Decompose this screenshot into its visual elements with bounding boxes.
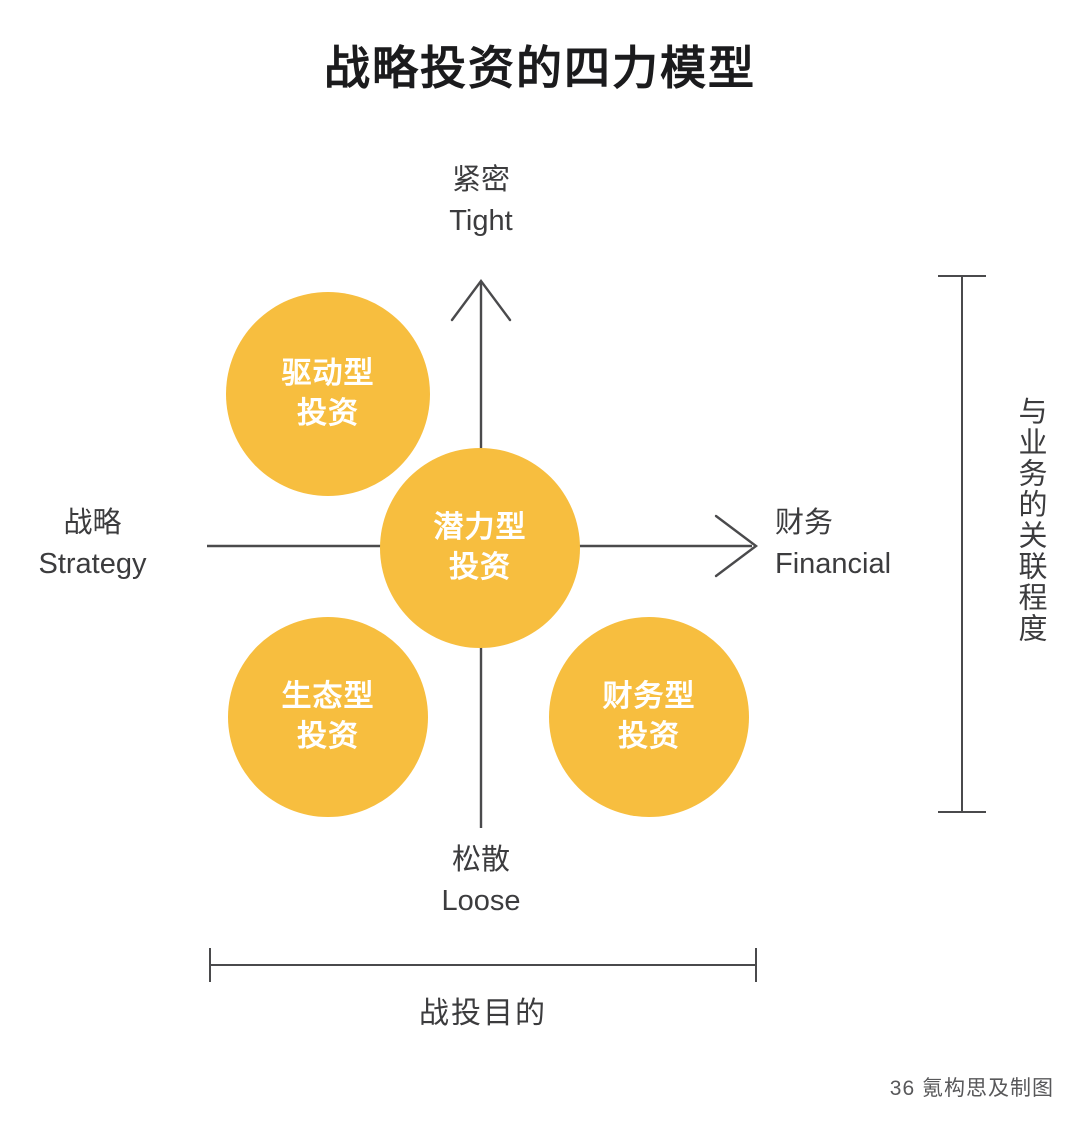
bubble-driving-investment[interactable]: 驱动型 投资 xyxy=(226,292,430,496)
axis-label-top-en: Tight xyxy=(449,205,513,238)
bubble-financial-line1: 财务型 xyxy=(602,680,696,714)
bubble-potential-investment[interactable]: 潜力型 投资 xyxy=(380,448,580,648)
axis-label-left-en: Strategy xyxy=(38,548,147,581)
bubble-driving-line1: 驱动型 xyxy=(281,357,375,391)
bubble-potential-line2: 投资 xyxy=(449,551,511,584)
bubble-ecosystem-investment[interactable]: 生态型 投资 xyxy=(228,617,428,817)
axis-label-left-cn: 战略 xyxy=(63,507,122,539)
axis-label-top: 紧密 Tight xyxy=(381,160,581,242)
axis-label-top-cn: 紧密 xyxy=(451,164,510,196)
horizontal-axis-arrowhead xyxy=(714,514,758,578)
bubble-financial-line2: 投资 xyxy=(618,720,680,753)
axis-label-bottom-en: Loose xyxy=(441,885,521,918)
axis-label-right-en: Financial xyxy=(775,548,892,581)
axis-label-bottom-cn: 松散 xyxy=(451,844,510,876)
bubble-eco-line2: 投资 xyxy=(297,720,359,753)
vertical-axis-arrowhead xyxy=(450,278,512,322)
axis-label-right-cn: 财务 xyxy=(775,507,834,539)
bottom-bracket-label: 战投目的 xyxy=(419,997,547,1030)
axis-label-left: 战略 Strategy xyxy=(0,503,190,585)
axis-label-bottom: 松散 Loose xyxy=(381,840,581,922)
page-title: 战略投资的四力模型 xyxy=(324,42,756,94)
bubble-eco-line1: 生态型 xyxy=(281,680,375,714)
credit-text: 36 氪构思及制图 xyxy=(889,1077,1054,1100)
bubble-potential-line1: 潜力型 xyxy=(433,511,527,545)
bubble-financial-investment[interactable]: 财务型 投资 xyxy=(549,617,749,817)
axis-label-right: 财务 Financial xyxy=(775,503,975,585)
right-bracket-label: 与业务的关联程度 xyxy=(1014,396,1046,644)
bubble-driving-line2: 投资 xyxy=(297,397,359,430)
